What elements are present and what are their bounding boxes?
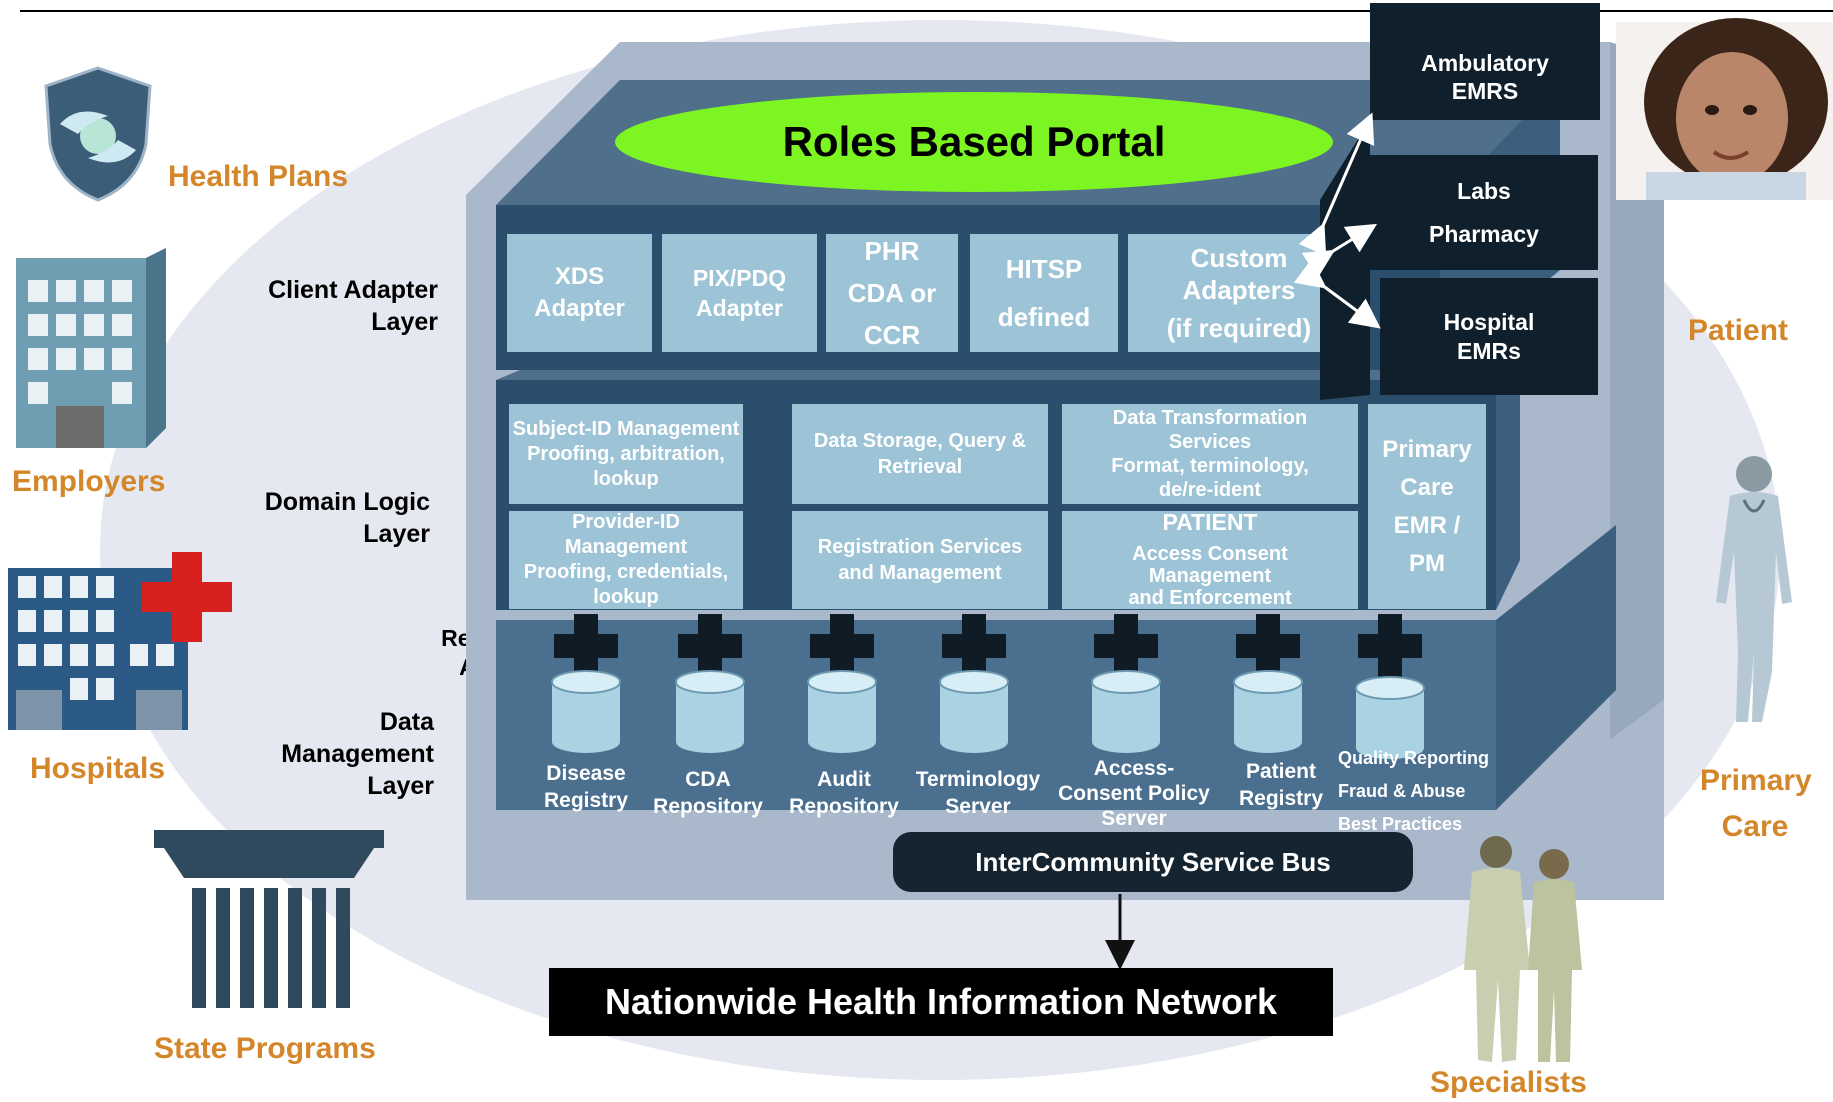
nationwide-health-information-network[interactable]: Nationwide Health Information Network [549, 968, 1333, 1036]
patient-photo [1616, 18, 1833, 200]
service-bus-label: InterCommunity Service Bus [975, 846, 1331, 877]
health-plans-shield-icon [44, 66, 152, 202]
top-rule [20, 10, 1833, 12]
state-programs-label: State Programs [154, 1032, 376, 1065]
repository-cylinder [1091, 670, 1161, 753]
repository-cylinder [1233, 670, 1303, 753]
nhin-label: Nationwide Health Information Network [604, 981, 1278, 1022]
primary-care-doctor-figure [1716, 456, 1792, 722]
health-plans-label: Health Plans [168, 160, 349, 193]
roles-based-portal[interactable]: Roles Based Portal [615, 92, 1333, 192]
hospitals-building-icon [8, 552, 232, 730]
resource-adapter-plug [810, 614, 874, 678]
repository-cylinder [675, 670, 745, 753]
employers-building-icon [16, 248, 166, 448]
repository-cylinder [1355, 676, 1425, 759]
repository-cylinder [807, 670, 877, 753]
hospitals-label: Hospitals [30, 752, 166, 785]
patient-label: Patient [1688, 314, 1789, 347]
resource-adapter-plug [554, 614, 618, 678]
data-storage-query-retrieval: Data Storage, Query &Retrieval [792, 404, 1048, 504]
resource-adapter-plug [1094, 614, 1158, 678]
resource-adapter-plug [1358, 614, 1422, 678]
roles-based-portal-label: Roles Based Portal [782, 118, 1166, 165]
resource-adapter-plug [942, 614, 1006, 678]
repository-cylinder [939, 670, 1009, 753]
employers-label: Employers [12, 465, 166, 498]
resource-adapter-plug [1236, 614, 1300, 678]
specialists-label: Specialists [1430, 1066, 1587, 1099]
repository-cylinder [551, 670, 621, 753]
resource-adapter-plug [678, 614, 742, 678]
intercommunity-service-bus[interactable]: InterCommunity Service Bus [893, 832, 1413, 892]
state-programs-pillar-icon [154, 830, 384, 1008]
specialists-figures [1464, 836, 1582, 1062]
